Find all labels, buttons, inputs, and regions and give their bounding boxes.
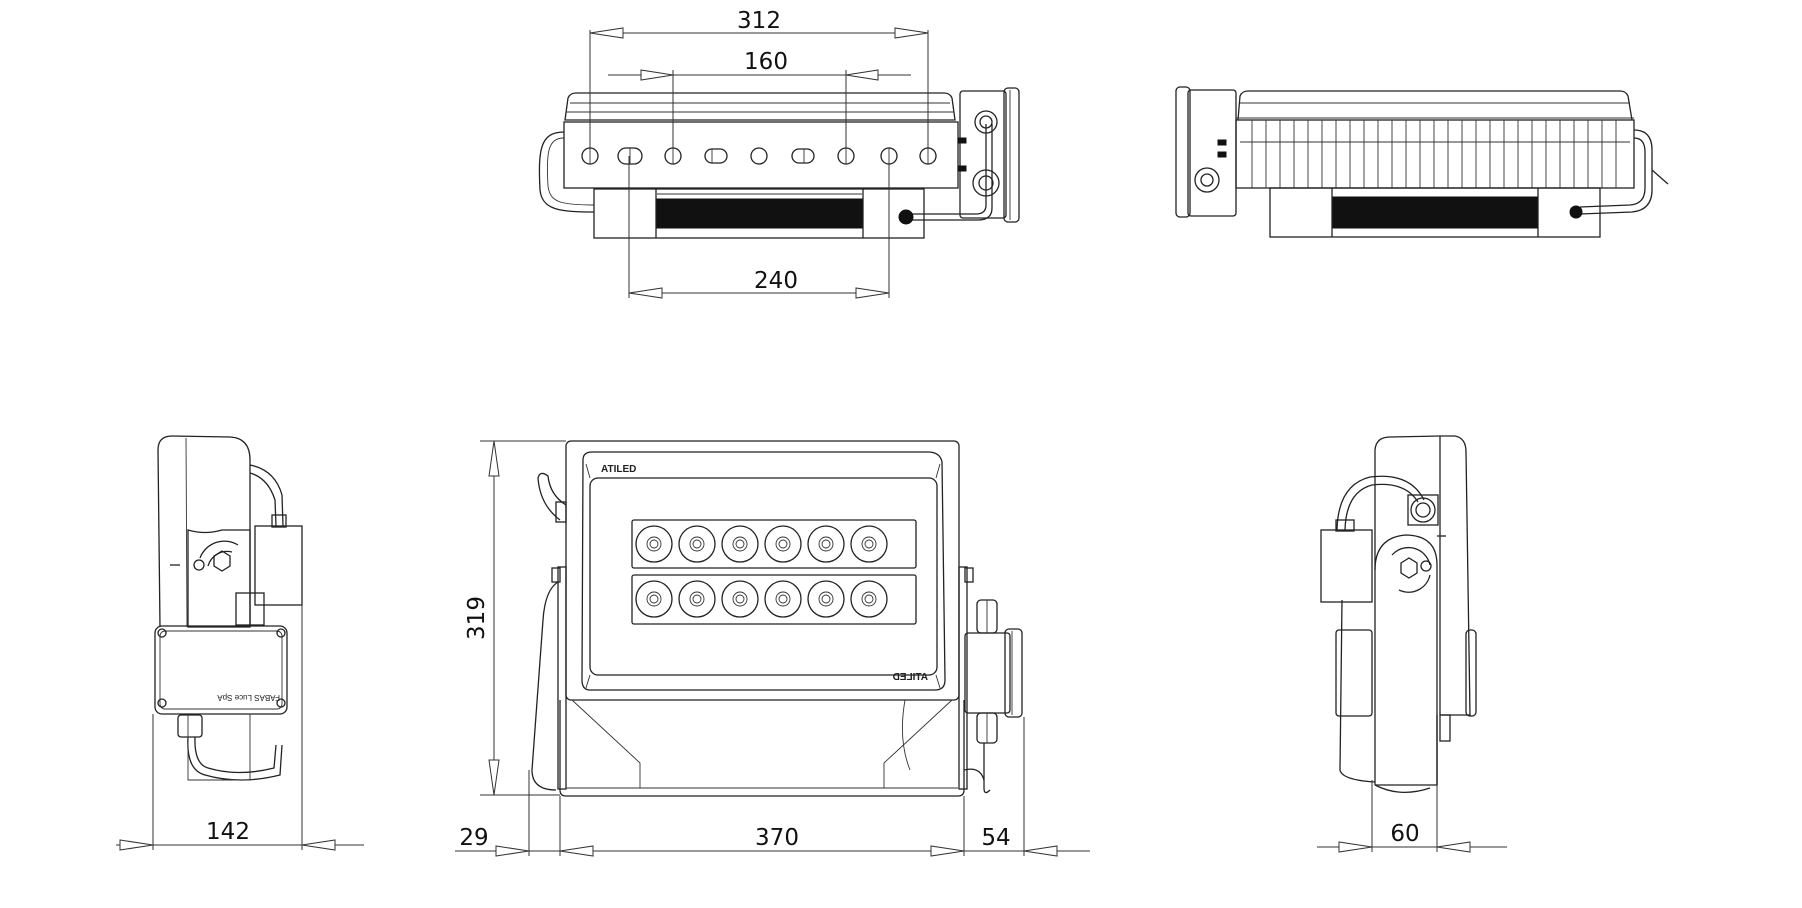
heat-strip — [656, 198, 863, 229]
dimension-label: 142 — [206, 819, 250, 845]
dimension-label: 319 — [464, 596, 490, 640]
led-lens — [850, 525, 888, 563]
handle — [537, 472, 567, 521]
led-module-row-2 — [631, 574, 917, 625]
cable-gland — [1439, 714, 1451, 742]
cable-gland — [235, 592, 265, 626]
dimension-label: 29 — [459, 825, 488, 851]
housing-body — [563, 121, 959, 189]
dimension-29: 29 — [459, 825, 530, 857]
mounting-stand — [531, 566, 974, 797]
handle — [538, 131, 595, 213]
cable-gland — [1407, 494, 1439, 526]
top-view — [538, 87, 1020, 239]
led-lens — [678, 580, 716, 618]
led-lens — [678, 525, 716, 563]
lens-window — [589, 477, 938, 676]
brand-text-top: ATILED — [601, 464, 636, 475]
front-lens — [1440, 435, 1471, 716]
connection-box — [1320, 529, 1373, 603]
led-lens — [764, 525, 802, 563]
dimension-label: 240 — [754, 268, 798, 294]
led-module-row-1 — [631, 519, 917, 569]
rear-top-view — [1175, 86, 1669, 238]
brand-text-bottom-mirrored: ATILED — [893, 672, 928, 683]
connection-box — [254, 525, 303, 606]
dimension-54: 54 — [981, 825, 1058, 857]
dimension-label: 60 — [1390, 821, 1419, 847]
dimension-label: 370 — [755, 825, 799, 851]
led-lens — [721, 580, 759, 618]
bolt-icon — [1400, 557, 1418, 579]
nut — [555, 501, 567, 523]
dimension-312: 312 — [589, 8, 929, 150]
cover — [1237, 90, 1633, 121]
dimension-60: 60 — [1317, 780, 1507, 853]
dimension-142: 142 — [116, 605, 364, 851]
junction-box — [959, 90, 1007, 219]
junction-box — [1175, 86, 1191, 218]
heat-strip — [1332, 196, 1538, 229]
bolt-icon — [213, 550, 231, 572]
dimension-row-front: 29 370 54 — [455, 717, 1090, 857]
cable — [249, 464, 284, 527]
led-lens — [764, 580, 802, 618]
housing-side — [157, 435, 251, 628]
led-lens — [635, 525, 673, 563]
led-lens — [807, 525, 845, 563]
tilt-bracket — [1374, 534, 1438, 785]
bracket — [1269, 187, 1601, 238]
dimension-label: 160 — [744, 49, 788, 75]
junction-box — [963, 599, 1023, 794]
cable-gland — [177, 714, 203, 738]
junction-box — [154, 625, 288, 715]
dimension-label: 54 — [981, 825, 1010, 851]
dimension-240: 240 — [628, 156, 890, 299]
junction-box-label: FABAS Luce SpA — [217, 693, 280, 702]
dimension-160: 160 — [608, 49, 911, 148]
led-lens — [807, 580, 845, 618]
cover — [564, 92, 956, 121]
led-lens — [721, 525, 759, 563]
junction-box — [1335, 629, 1373, 717]
front-frame — [565, 440, 960, 701]
front-view: ATILED ATILED — [531, 440, 1023, 797]
left-side-view: FABAS Luce SpA — [154, 435, 303, 781]
cable — [1336, 475, 1425, 531]
led-lens — [635, 580, 673, 618]
dimension-319: 319 — [464, 440, 566, 796]
tilt-bracket — [187, 529, 251, 628]
housing-side — [1374, 435, 1441, 785]
dimension-label: 312 — [737, 8, 781, 34]
mounting-holes — [581, 147, 937, 165]
right-side-view — [1320, 435, 1477, 793]
bezel — [581, 451, 946, 691]
led-lens — [850, 580, 888, 618]
dimension-370: 370 — [559, 825, 965, 857]
